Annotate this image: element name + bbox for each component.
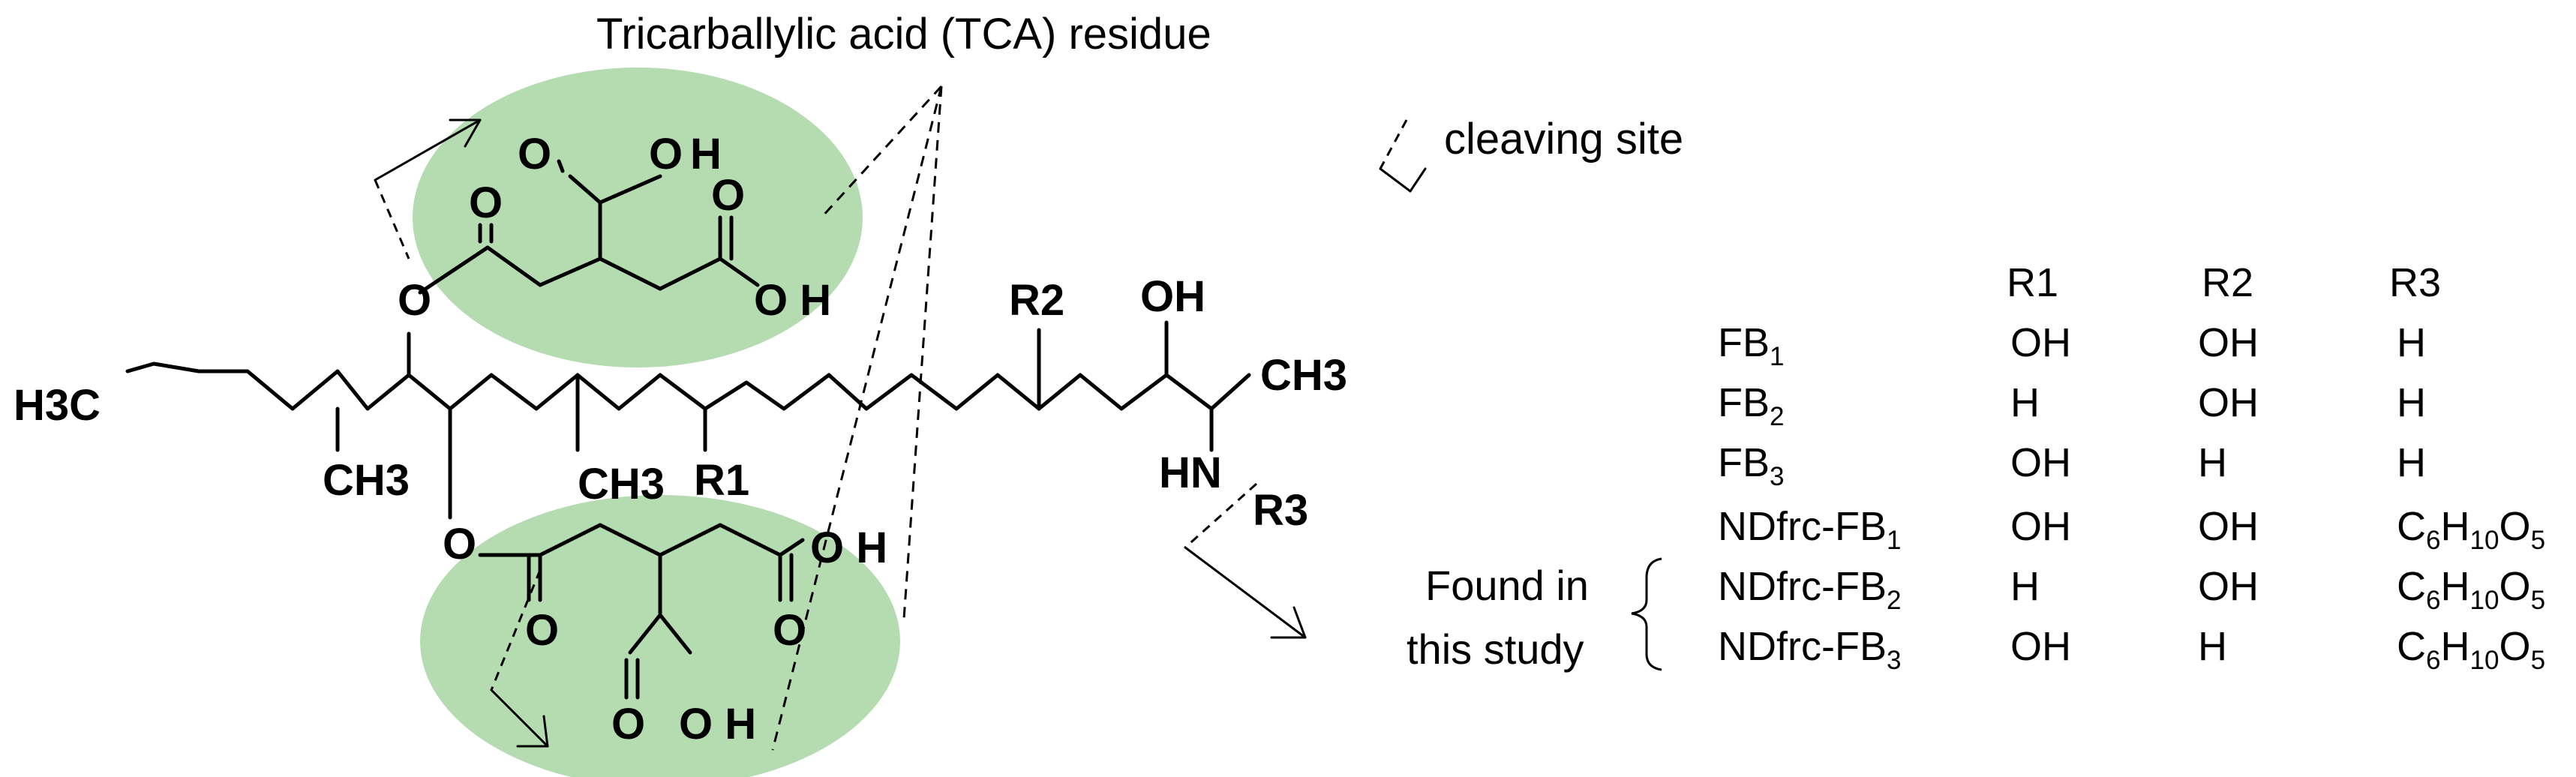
table-row-r2: OH (2198, 504, 2259, 549)
r1-label: R1 (694, 456, 749, 505)
table-row-r3: C6H10O5 (2397, 624, 2545, 675)
table-row-r1: OH (2010, 320, 2071, 365)
cleavage-dashes (374, 119, 1408, 691)
tca-residue-label: Tricarballylic acid (TCA) residue (596, 10, 1211, 58)
top-tca-o-top: O (518, 130, 551, 178)
top-tca-o-left: O (469, 178, 503, 227)
table-row-r2: OH (2198, 380, 2259, 425)
top-tca-o-right: O (711, 171, 745, 220)
table-header-r2: R2 (2202, 260, 2253, 305)
tca-residue-top-highlight (413, 68, 863, 368)
found-brace (1631, 557, 1662, 671)
h3c-label: H3C (14, 381, 101, 430)
top-tca-oh-top-h: H (690, 130, 722, 178)
table-row-r2: H (2198, 440, 2227, 485)
table-row-name: NDfrc-FB2 (1718, 564, 1901, 615)
tca-label-pointers (771, 85, 943, 751)
table-row-r1: H (2010, 380, 2040, 425)
bottom-tca-oh-bottom: O H (679, 700, 756, 748)
table-row-name: FB2 (1718, 380, 1785, 431)
found-label-line2: this study (1407, 626, 1584, 673)
ch3-branch-label-1: CH3 (323, 456, 410, 505)
table-header-r1: R1 (2007, 260, 2058, 305)
r2-label: R2 (1009, 276, 1064, 325)
bottom-tca-skeleton (478, 523, 805, 700)
substituent-table: R1 R2 R3 (2007, 260, 2441, 305)
table-row-r3: C6H10O5 (2397, 504, 2545, 555)
table-row-r3: C6H10O5 (2397, 564, 2545, 615)
bottom-tca-oh-right: O H (810, 524, 887, 572)
table-row-name: NDfrc-FB3 (1718, 624, 1901, 675)
cleaving-site-label: cleaving site (1444, 115, 1683, 164)
o-ester-top-label: O (398, 276, 431, 325)
o-ester-bottom-label: O (443, 520, 476, 568)
table-row-name: FB3 (1718, 440, 1785, 491)
r3-label: R3 (1253, 486, 1308, 535)
table-row-name: FB1 (1718, 320, 1785, 371)
table-row-r3: H (2397, 440, 2426, 485)
table-row-name: NDfrc-FB1 (1718, 504, 1901, 555)
table-row-r1: OH (2010, 504, 2071, 549)
table-row-r2: OH (2198, 564, 2259, 609)
table-row-r3: H (2397, 320, 2426, 365)
top-tca-oh-right: O H (754, 276, 831, 325)
bottom-tca-o-bottom: O (611, 700, 645, 748)
hn-label: HN (1159, 448, 1222, 497)
oh-chain-label: OH (1140, 272, 1205, 321)
found-label-line1: Found in (1425, 562, 1589, 609)
table-row-r1: OH (2010, 624, 2071, 669)
table-row-r2: OH (2198, 320, 2259, 365)
ch3-branch-label-2: CH3 (578, 460, 665, 508)
table-row-r1: OH (2010, 440, 2071, 485)
top-tca-oh-top-o: O (649, 130, 683, 178)
bottom-tca-o-left: O (525, 606, 559, 655)
cleavage-arrows (374, 118, 1427, 748)
top-tca-skeleton (418, 159, 760, 295)
table-header-r3: R3 (2389, 260, 2441, 305)
table-row-r1: H (2010, 564, 2040, 609)
bottom-tca-o-right: O (773, 606, 806, 655)
table-row-r3: H (2397, 380, 2426, 425)
ch3-right-label: CH3 (1260, 351, 1347, 400)
carbon-backbone (125, 320, 1251, 520)
table-row-r2: H (2198, 624, 2227, 669)
